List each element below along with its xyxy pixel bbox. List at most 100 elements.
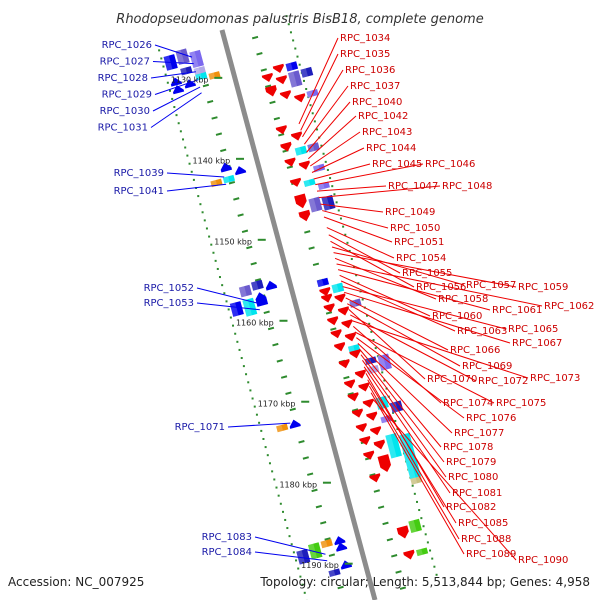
gene-label[interactable]: RPC_1080 bbox=[448, 472, 498, 483]
gene-label[interactable]: RPC_1050 bbox=[390, 223, 440, 234]
gene-label[interactable]: RPC_1027 bbox=[100, 57, 150, 68]
leader-line bbox=[196, 302, 260, 311]
gene-label[interactable]: RPC_1031 bbox=[98, 123, 148, 134]
gene-arrow bbox=[340, 560, 353, 570]
gene-label[interactable]: RPC_1052 bbox=[144, 283, 194, 294]
gene-label[interactable]: RPC_1048 bbox=[442, 181, 492, 192]
gene-label[interactable]: RPC_1051 bbox=[394, 237, 444, 248]
tick-dot bbox=[162, 65, 165, 68]
gene-label[interactable]: RPC_1066 bbox=[450, 345, 500, 356]
gene-label[interactable]: RPC_1043 bbox=[362, 127, 412, 138]
tick-dash bbox=[312, 262, 320, 267]
gene-box bbox=[308, 196, 323, 213]
gene-label[interactable]: RPC_1057 bbox=[466, 280, 516, 291]
gene-label[interactable]: RPC_1041 bbox=[114, 186, 164, 197]
tick-dash bbox=[256, 52, 263, 56]
gene-label[interactable]: RPC_1056 bbox=[416, 282, 466, 293]
gene-label[interactable]: RPC_1053 bbox=[144, 298, 194, 309]
gene-arrow bbox=[333, 342, 346, 352]
gene-label[interactable]: RPC_1037 bbox=[350, 81, 400, 92]
tick-dot bbox=[320, 144, 323, 147]
tick-dot bbox=[197, 195, 200, 198]
gene-label[interactable]: RPC_1089 bbox=[466, 549, 516, 560]
gene-label[interactable]: RPC_1045 bbox=[372, 159, 422, 170]
gene-box bbox=[300, 66, 314, 78]
gene-label[interactable]: RPC_1090 bbox=[518, 555, 568, 566]
tick-dash bbox=[399, 586, 407, 590]
tick-dot bbox=[435, 573, 438, 576]
kbp-label: 1150 kbp bbox=[214, 237, 252, 246]
gene-label[interactable]: RPC_1085 bbox=[458, 518, 508, 529]
gene-label[interactable]: RPC_1034 bbox=[340, 33, 390, 44]
gene-box bbox=[331, 282, 345, 294]
tick-dash bbox=[391, 554, 398, 558]
gene-label[interactable]: RPC_1062 bbox=[544, 301, 594, 312]
tick-dash bbox=[320, 521, 327, 525]
gene-box bbox=[377, 353, 392, 371]
gene-label[interactable]: RPC_1073 bbox=[530, 373, 580, 384]
gene-label[interactable]: RPC_1059 bbox=[518, 282, 568, 293]
gene-label[interactable]: RPC_1026 bbox=[102, 40, 152, 51]
tick-dot bbox=[366, 314, 369, 317]
kbp-label: 1160 kbp bbox=[236, 318, 274, 327]
tick-dot bbox=[324, 160, 327, 163]
gene-arrow bbox=[338, 359, 350, 369]
tick-dash bbox=[202, 83, 210, 88]
gene-label[interactable]: RPC_1082 bbox=[446, 502, 496, 513]
tick-dash bbox=[386, 537, 394, 542]
gene-label[interactable]: RPC_1067 bbox=[512, 338, 562, 349]
gene-label[interactable]: RPC_1077 bbox=[454, 428, 504, 439]
gene-label[interactable]: RPC_1047 bbox=[388, 181, 438, 192]
tick-dot bbox=[335, 201, 338, 204]
gene-label[interactable]: RPC_1069 bbox=[462, 361, 512, 372]
gene-arrow bbox=[320, 293, 333, 303]
gene-label[interactable]: RPC_1070 bbox=[427, 374, 477, 385]
gene-label[interactable]: RPC_1058 bbox=[438, 294, 488, 305]
gene-label[interactable]: RPC_1071 bbox=[175, 422, 225, 433]
gene-arrow bbox=[264, 85, 277, 97]
gene-box bbox=[303, 178, 316, 188]
gene-label[interactable]: RPC_1049 bbox=[385, 207, 435, 218]
gene-label[interactable]: RPC_1088 bbox=[461, 534, 511, 545]
gene-label[interactable]: RPC_1029 bbox=[102, 90, 152, 101]
leader-line bbox=[330, 240, 415, 288]
gene-label[interactable]: RPC_1060 bbox=[432, 311, 482, 322]
gene-label[interactable]: RPC_1074 bbox=[443, 398, 493, 409]
gene-label[interactable]: RPC_1042 bbox=[358, 111, 408, 122]
gene-arrow bbox=[344, 332, 356, 342]
gene-arrow bbox=[261, 72, 273, 82]
gene-label[interactable]: RPC_1040 bbox=[352, 97, 402, 108]
gene-label[interactable]: RPC_1075 bbox=[496, 398, 546, 409]
gene-label[interactable]: RPC_1046 bbox=[425, 159, 475, 170]
leader-line bbox=[356, 337, 465, 419]
gene-label[interactable]: RPC_1072 bbox=[478, 376, 528, 387]
gene-label[interactable]: RPC_1083 bbox=[202, 532, 252, 543]
leader-line bbox=[166, 183, 227, 192]
gene-arrow bbox=[272, 63, 284, 73]
gene-label[interactable]: RPC_1054 bbox=[396, 253, 446, 264]
gene-label[interactable]: RPC_1084 bbox=[202, 547, 252, 558]
tick-dot bbox=[383, 379, 386, 382]
tick-dot bbox=[298, 63, 301, 66]
kbp-tick bbox=[214, 76, 223, 79]
gene-label[interactable]: RPC_1039 bbox=[114, 168, 164, 179]
gene-label[interactable]: RPC_1079 bbox=[446, 457, 496, 468]
gene-arrow bbox=[265, 280, 278, 291]
gene-label[interactable]: RPC_1078 bbox=[443, 442, 493, 453]
gene-label[interactable]: RPC_1081 bbox=[452, 488, 502, 499]
tick-dash bbox=[233, 197, 240, 201]
gene-label[interactable]: RPC_1065 bbox=[508, 324, 558, 335]
gene-label[interactable]: RPC_1028 bbox=[98, 73, 148, 84]
gene-arrow bbox=[289, 419, 301, 429]
gene-label[interactable]: RPC_1076 bbox=[466, 413, 516, 424]
gene-label[interactable]: RPC_1035 bbox=[340, 49, 390, 60]
tick-dot bbox=[361, 298, 364, 301]
gene-label[interactable]: RPC_1036 bbox=[345, 65, 395, 76]
gene-label[interactable]: RPC_1063 bbox=[457, 326, 507, 337]
tick-dot bbox=[173, 106, 176, 109]
gene-label[interactable]: RPC_1044 bbox=[366, 143, 416, 154]
gene-label[interactable]: RPC_1030 bbox=[100, 106, 150, 117]
gene-label[interactable]: RPC_1061 bbox=[492, 305, 542, 316]
gene-label[interactable]: RPC_1055 bbox=[402, 268, 452, 279]
gene-arrow bbox=[298, 160, 310, 170]
